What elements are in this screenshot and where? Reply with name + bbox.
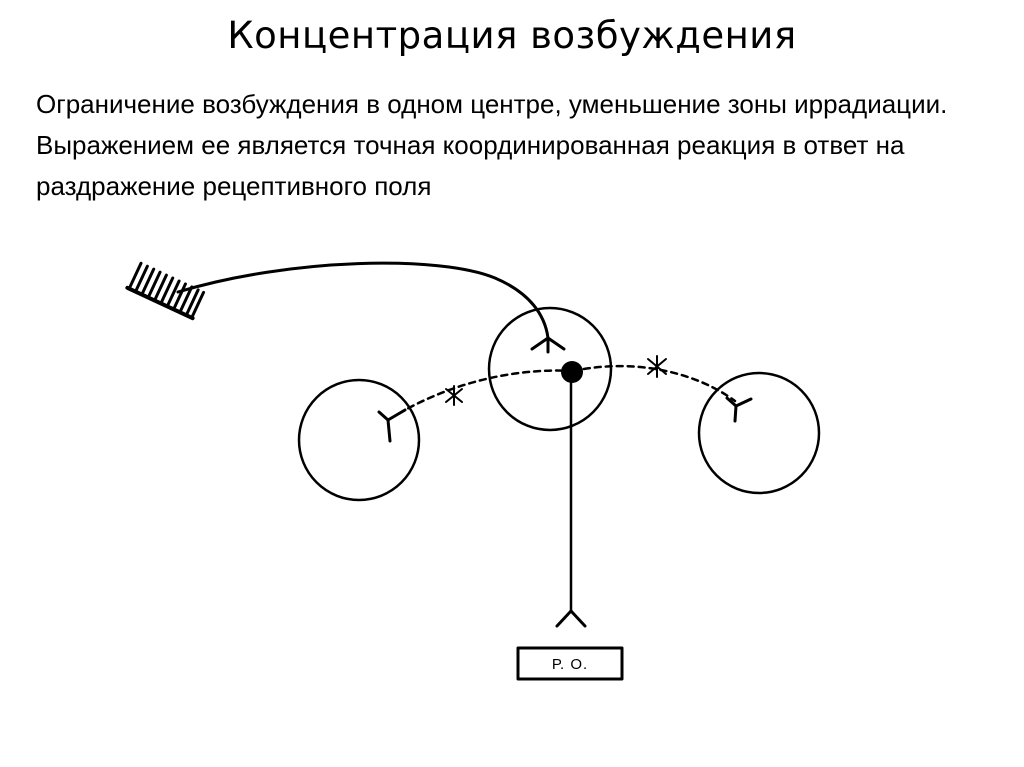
- output-box-label: Р. О.: [552, 656, 588, 673]
- efferent-ending-icon: [555, 609, 587, 628]
- nerve-center-left: [297, 378, 421, 502]
- nerve-center-right: [697, 371, 821, 495]
- inhibited-connection-right: [571, 364, 737, 403]
- receptor-field-icon: [125, 261, 206, 321]
- synapse-icon: [377, 408, 407, 443]
- synapse-icon: [725, 396, 753, 423]
- synapse-icon: [530, 336, 566, 354]
- block-mark-icon: [445, 385, 463, 406]
- nerve-center-middle: [487, 306, 613, 432]
- slide-title: Концентрация возбуждения: [227, 14, 797, 57]
- slide-body-text: Ограничение возбуждения в одном центре, …: [36, 89, 948, 201]
- active-neuron-dot: [561, 361, 583, 383]
- block-mark-icon: [647, 355, 667, 378]
- inhibited-connection-left: [403, 369, 575, 412]
- afferent-fiber: [176, 261, 550, 340]
- output-box: [516, 646, 624, 681]
